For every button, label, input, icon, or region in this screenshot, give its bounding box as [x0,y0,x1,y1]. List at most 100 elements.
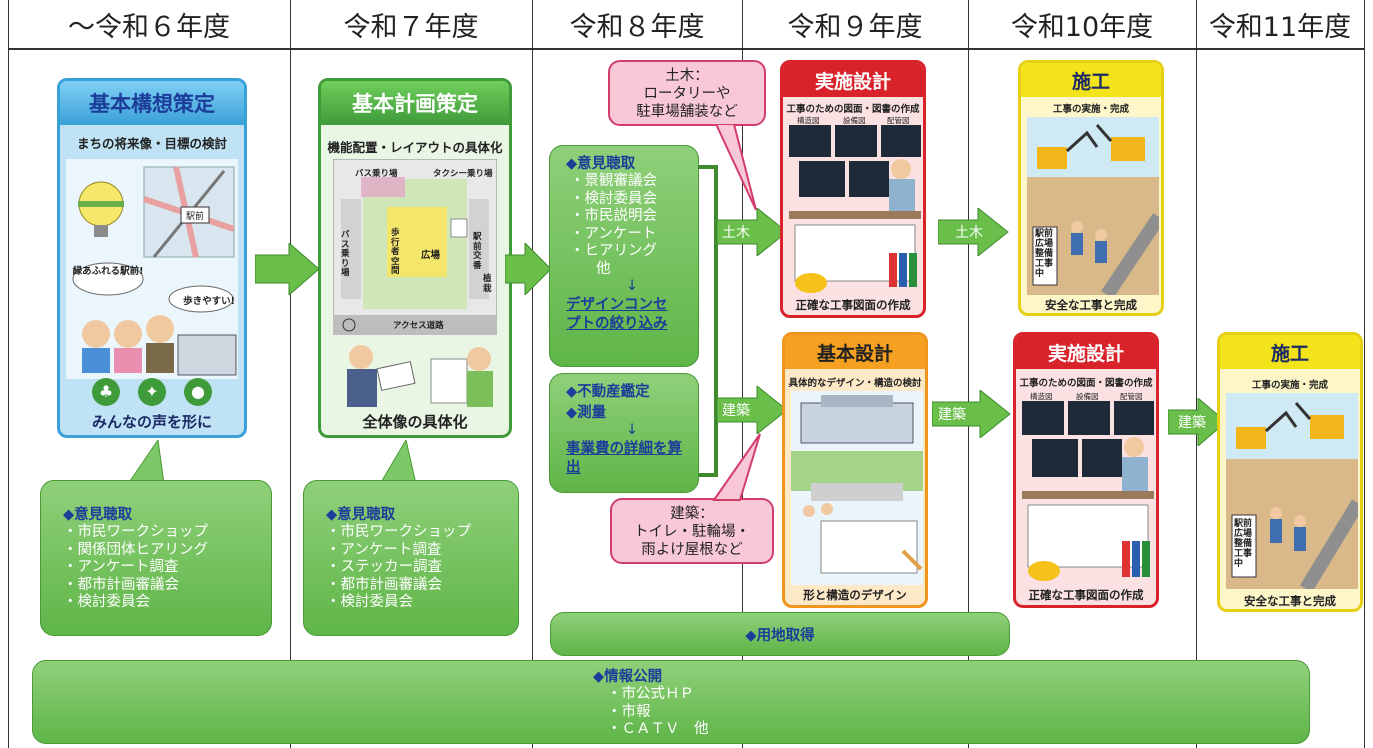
concept-illustration: 駅前 [66,159,238,379]
speech-bubble-green: 緑あふれる駅前! [72,266,144,277]
arch-callout-line: トイレ・駐輪場・ [634,524,750,540]
arrow-right-icon [938,208,1009,256]
public-info-heading: ◆情報公開 [593,669,663,685]
arrow-label-civil: 土木 [722,225,750,241]
opinion-item: ・市民説明会 [570,208,657,224]
grid-line [1196,0,1197,748]
label-koban: 駅前交番 [473,232,482,271]
arrow-right-icon [255,243,320,295]
people-icon: ● [184,378,212,406]
opinion-item: ・アンケート [570,225,657,242]
tab-piping: 配管図 [1120,392,1143,401]
appraisal-heading: ◆不動産鑑定 [566,384,650,400]
card-construction-arch: 施工 工事の実施・完成 駅前広場 整備工事中 安全な工事と完成 [1217,332,1363,612]
r7-opinion-box: ◆意見聴取 ・市民ワークショップ ・アンケート調査 ・ステッカー調査 ・都市計画… [303,480,519,636]
survey-heading: ◆測量 [566,405,607,421]
label-pedestrian-space: 歩行者空間 [391,228,400,276]
year-header-r6: ～令和６年度 [8,0,290,50]
card-construction-civil: 施工 工事の実施・完成 駅前広場 整備工事中 安全な工事と完成 [1018,60,1164,316]
card-detailed-design-arch: 実施設計 工事のための図面・図書の作成 構造図 設備図 配管図 正確な工事図面の… [1013,332,1159,608]
label-plaza: 広場 [421,250,441,261]
callout-tail [127,440,165,484]
opinion-heading: ◆意見聴取 [326,507,396,523]
public-info-item: ・市報 [607,703,651,720]
construction-sign: 駅前広場 整備工事中 [1035,229,1054,279]
civil-callout: 土木： ロータリーや 駐車場舗装など [608,60,766,126]
r8-opinion-box: ◆意見聴取 ・景観審議会 ・検討委員会 ・市民説明会 ・アンケート ・ヒアリング… [549,145,699,367]
card-title: 施工 [1220,335,1360,369]
label-taxi-stop: タクシー乗り場 [433,169,493,179]
opinion-item-other: 他 [596,260,611,277]
callout-tail [712,433,761,501]
opinion-item: ・市民ワークショップ [63,524,208,540]
opinion-item: ・市民ワークショップ [326,524,471,540]
project-cost-link[interactable]: 事業費の詳細を算出 [566,440,682,476]
card-subtitle: 工事の実施・完成 [1052,104,1129,115]
grid-line [290,0,291,748]
down-arrow: ↓ [626,278,639,294]
tree-icon: ♣ [92,378,120,406]
card-subtitle: 機能配置・レイアウトの具体化 [327,140,503,155]
year-header-r9: 令和９年度 [742,0,968,50]
tab-equipment: 設備図 [843,116,866,125]
year-header-r10: 令和10年度 [968,0,1196,50]
public-info-bar: ◆情報公開 ・市公式ＨＰ ・市報 ・ＣＡＴＶ 他 [32,660,1310,744]
cad-workstation-illustration [1022,401,1154,581]
tab-piping: 配管図 [887,116,910,125]
card-title: 基本設計 [785,335,925,369]
land-acquisition-bar: ◆用地取得 [550,612,1010,656]
grid-line [532,0,533,748]
opinion-item: ・検討委員会 [570,190,657,207]
arrow-right-icon [717,208,788,256]
opinion-heading: ◆意見聴取 [566,156,636,172]
opinion-item: ・アンケート調査 [63,559,179,575]
bracket-connector [698,165,718,477]
arrow-label-civil: 土木 [955,225,983,241]
walking-icon: ✦ [138,378,166,406]
tab-structure: 構造図 [797,116,820,125]
callout-tail [379,440,417,484]
opinion-item: ・都市計画審議会 [326,576,442,593]
construction-site-illustration [1027,117,1159,295]
r8-land-box: ◆不動産鑑定 ◆測量 ↓ 事業費の詳細を算出 [549,373,699,493]
card-footer: 形と構造のデザイン [803,588,907,602]
construction-sign: 駅前広場 整備工事中 [1234,519,1253,569]
grid-line [968,0,969,748]
arrow-label-arch: 建築 [1178,415,1206,431]
card-basic-concept: 基本構想策定 まちの将来像・目標の検討 駅前 緑あふれる駅前! 歩きやすい! ♣… [57,78,247,438]
arch-callout-line: 雨よけ屋根など [641,542,743,558]
card-footer: 安全な工事と完成 [1045,298,1137,312]
opinion-item: ・景観審議会 [570,173,657,189]
building-design-illustration [791,391,923,585]
arrow-right-icon [1168,398,1227,446]
year-header-r11: 令和11年度 [1196,0,1364,50]
card-title: 施工 [1021,63,1161,97]
opinion-item: ・都市計画審議会 [63,576,179,593]
arrow-right-icon [932,390,1011,438]
label-bus-stop-top: バス乗り場 [355,169,398,179]
callout-tail [714,124,757,211]
down-arrow: ↓ [626,422,639,438]
grid-line [742,0,743,748]
cad-workstation-illustration [789,125,921,293]
card-title: 実施設計 [783,63,923,97]
card-footer: 全体像の具体化 [362,413,468,431]
opinion-item: ・検討委員会 [63,594,150,610]
speech-bubble-walk: 歩きやすい! [183,296,235,307]
card-subtitle: 工事のための図面・図書の作成 [1019,378,1153,389]
public-info-item: ・市公式ＨＰ [607,686,694,702]
grid-line [8,0,9,748]
label-planting: 植栽 [483,274,492,294]
opinion-item: ・関係団体ヒアリング [63,541,208,558]
card-footer: 正確な工事図面の作成 [1028,588,1144,602]
card-title: 実施設計 [1016,335,1156,369]
arch-callout: 建築： トイレ・駐輪場・ 雨よけ屋根など [610,498,774,564]
opinion-heading: ◆意見聴取 [63,507,133,523]
card-subtitle: 工事の実施・完成 [1251,380,1328,391]
label-bus-stop-side: バス乗り場 [341,230,350,278]
grid-line [1364,0,1365,748]
design-concept-link[interactable]: デザインコンセプトの絞り込み [566,296,668,332]
card-detailed-design-civil: 実施設計 工事のための図面・図書の作成 構造図 設備図 配管図 正確な工事図面の… [780,60,926,318]
layout-plan-illustration [333,159,497,335]
card-footer: 安全な工事と完成 [1244,594,1336,608]
